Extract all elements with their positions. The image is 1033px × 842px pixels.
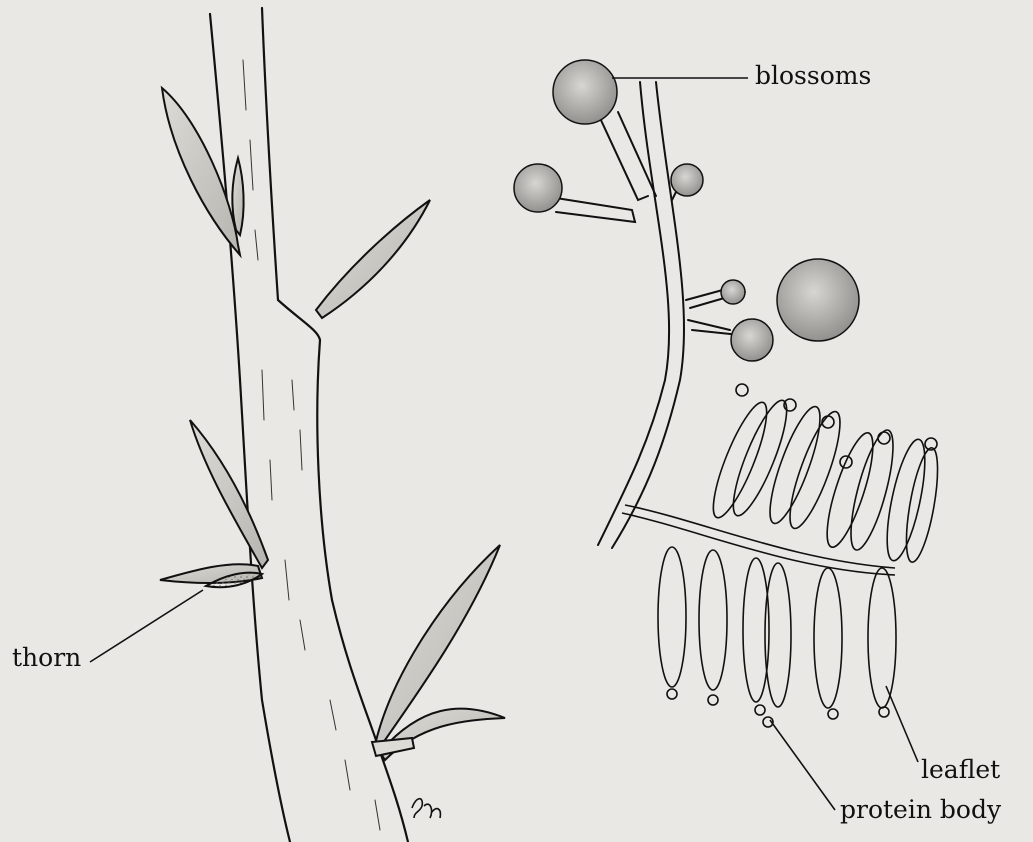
flowering-twig [556,82,745,548]
thorn-pair-upper [162,88,430,318]
blossom-ball [553,60,617,124]
blossom-ball [721,280,745,304]
protein-body-label: protein body [840,797,1001,822]
main-stem [210,8,408,842]
protein-body-leader [770,720,835,810]
blossoms-label: blossoms [755,63,871,88]
leaflet-label: leaflet [921,757,1000,782]
artist-signature-mark [412,799,440,818]
thorn-leader [90,590,203,662]
blossom-group [514,60,859,361]
blossom-ball [777,259,859,341]
thorn-pair-lower [372,545,505,760]
lower-leaflets [658,547,896,727]
thorn-label: thorn [12,645,81,670]
blossom-ball [671,164,703,196]
blossom-ball [731,319,773,361]
leaflet-leader [886,686,918,762]
bipinnate-leaf [622,384,944,727]
blossom-ball [514,164,562,212]
